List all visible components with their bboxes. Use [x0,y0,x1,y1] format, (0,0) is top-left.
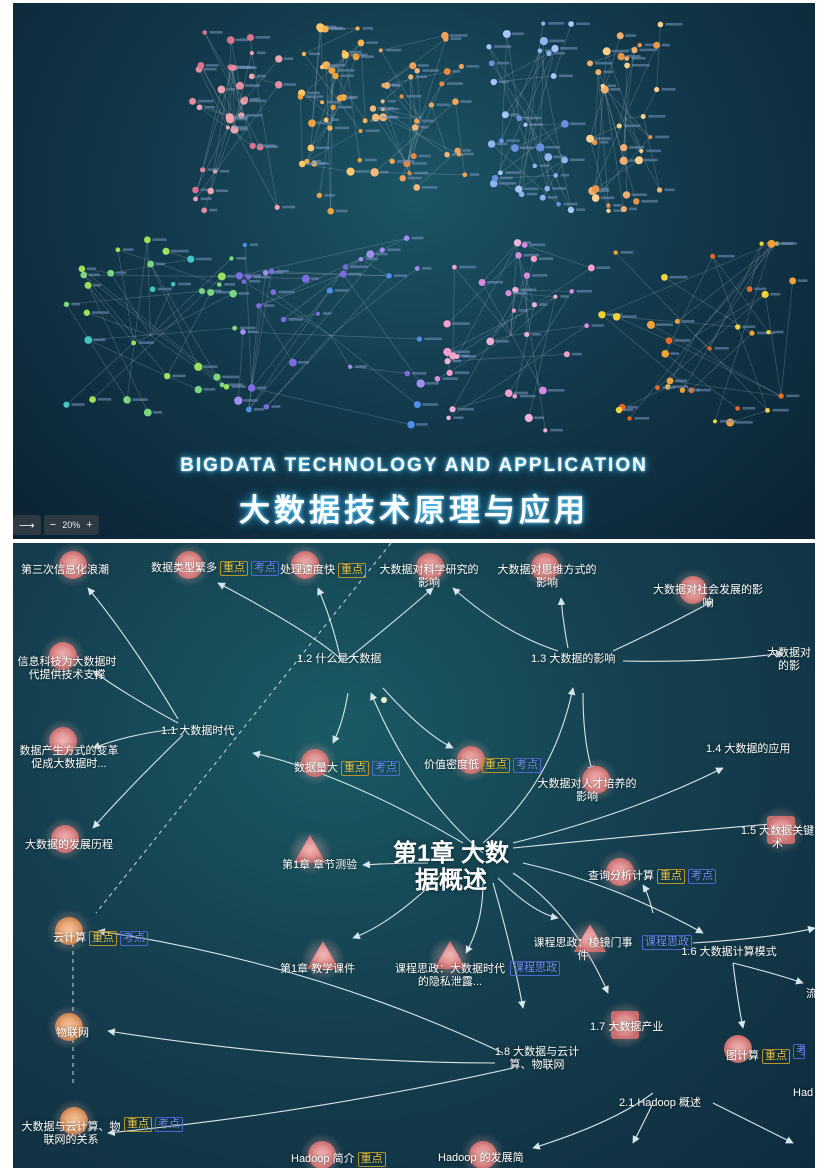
node-history[interactable]: 大数据的发展历程 [25,839,113,851]
key-badge: 重点 [220,561,248,576]
section-1-4[interactable]: 1.4 大数据的应用 [706,743,791,755]
node-it-support[interactable]: 信息科技为大数据时代提供技术支撑 [17,656,117,681]
key-badge: 重点 [338,563,366,578]
node-thinking[interactable]: 大数据对思维方式的影响 [497,564,597,589]
exam-badge: 考点 [688,869,716,884]
key-badge: 重点 [89,931,117,946]
section-1-5[interactable]: 1.5 大数据关键术 [740,825,815,850]
key-badge: 重点 [762,1049,790,1064]
node-data-types[interactable]: 数据类型繁多重点考点 [151,561,279,576]
key-badge: 重点 [657,869,685,884]
zoom-in-button[interactable]: + [86,519,93,531]
node-speed[interactable]: 处理速度快重点 [280,563,366,578]
node-volume[interactable]: 数据量大重点考点 [294,761,400,776]
ideo-badge-1: 课程思政 [639,935,692,950]
zoom-toolbar: ⟶ − 20% + [13,515,99,535]
relation-badges: 重点考点 [121,1117,183,1132]
node-right-cut[interactable]: 大数据对的影 [767,647,811,672]
node-iot[interactable]: 物联网 [56,1027,89,1039]
section-1-2[interactable]: 1.2 什么是大数据 [297,653,382,665]
node-produce[interactable]: 数据产生方式的变革促成大数据时... [19,745,119,770]
central-topic[interactable]: 第1章 大数据概述 [392,840,509,894]
zoom-level: 20% [62,520,81,530]
mindmap-panel: 第1章 大数据概述 第三次信息化浪潮 数据类型繁多重点考点 处理速度快重点 大数… [13,543,815,1168]
node-cloud[interactable]: 云计算重点考点 [53,931,148,946]
cover-panel: BIGDATA TECHNOLOGY AND APPLICATION 大数据技术… [13,3,815,539]
cover-title-cn: 大数据技术原理与应用 [239,493,589,528]
exam-badge: 考点 [372,761,400,776]
arrow-right-icon: ⟶ [19,519,35,532]
exam-badge: 考点 [120,931,148,946]
section-1-6[interactable]: 1.6 大数据计算模式 [681,946,777,958]
node-hadoop-dev[interactable]: Hadoop 的发展简 [438,1152,524,1164]
exam-badge: 考点 [793,1044,805,1059]
fit-view-button[interactable]: ⟶ [13,515,41,535]
key-badge: 重点 [341,761,369,776]
node-density[interactable]: 价值密度低重点考点 [424,758,541,773]
exam-badge: 考点 [513,758,541,773]
exam-badge: 考点 [251,561,279,576]
zoom-control: − 20% + [43,515,99,535]
node-graph[interactable]: 图计算重点考点 [726,1044,805,1064]
node-flow-cut[interactable]: 流 [806,988,815,1000]
section-2-1[interactable]: 2.1 Hadoop 概述 [619,1097,701,1109]
section-1-7[interactable]: 1.7 大数据产业 [590,1021,664,1033]
key-badge: 重点 [482,758,510,773]
section-1-3[interactable]: 1.3 大数据的影响 [531,653,616,665]
node-ideo-prism[interactable]: 课程思政：棱镜门事件 [533,937,633,962]
node-ideo-privacy[interactable]: 课程思政：大数据时代的隐私泄露... [395,963,505,988]
node-had-cut[interactable]: Had [793,1087,814,1099]
node-big-relation[interactable]: 大数据与云计算、物联网的关系 [21,1121,121,1146]
cover-title-en: BIGDATA TECHNOLOGY AND APPLICATION [180,455,648,476]
section-1-1[interactable]: 1.1 大数据时代 [161,725,235,737]
node-era3[interactable]: 第三次信息化浪潮 [21,564,109,576]
node-science[interactable]: 大数据对科学研究的影响 [379,564,479,589]
node-query[interactable]: 查询分析计算重点考点 [588,869,716,884]
node-chapter-quiz[interactable]: 第1章 章节测验 [282,859,358,871]
node-hadoop-intro[interactable]: Hadoop 简介重点 [291,1152,386,1167]
bigdata-letter-network [63,21,808,433]
section-1-8[interactable]: 1.8 大数据与云计算、物联网 [494,1046,580,1071]
ideo-badge-2: 课程思政 [507,961,560,976]
node-talent[interactable]: 大数据对人才培养的影响 [537,778,637,803]
zoom-out-button[interactable]: − [49,519,57,531]
node-courseware[interactable]: 第1章 教学课件 [280,963,356,975]
key-badge: 重点 [357,1152,386,1167]
node-society[interactable]: 大数据对社会发展的影响 [653,584,763,609]
mindmap-edges [41,543,815,1168]
